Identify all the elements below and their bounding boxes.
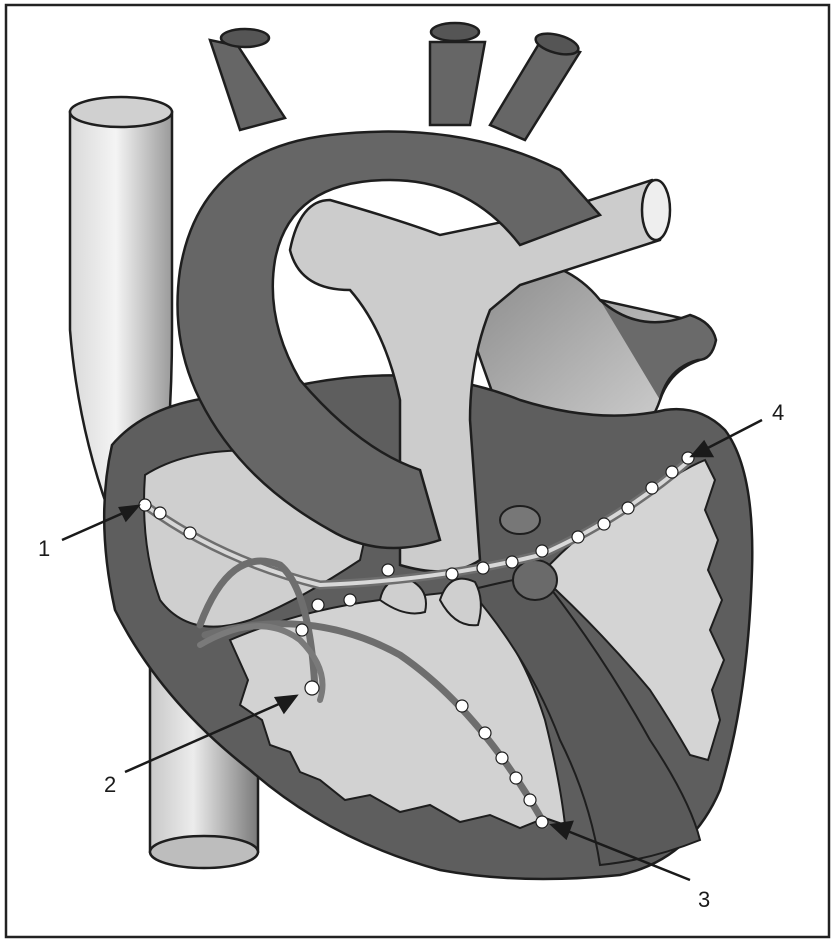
electrode [312, 599, 324, 611]
electrode [506, 556, 518, 568]
callout-1-label: 1 [38, 536, 50, 561]
electrode [344, 594, 356, 606]
electrode [477, 562, 489, 574]
callout-3-label: 3 [698, 887, 710, 912]
electrode [622, 502, 634, 514]
electrode [572, 531, 584, 543]
electrode [536, 545, 548, 557]
electrode [456, 700, 468, 712]
electrode [536, 816, 548, 828]
callout-4-label: 4 [772, 400, 784, 425]
electrode [666, 466, 678, 478]
electrode [305, 681, 319, 695]
electrode [446, 568, 458, 580]
electrode [646, 482, 658, 494]
electrode [496, 752, 508, 764]
electrode [154, 507, 166, 519]
electrode [598, 518, 610, 530]
electrode [510, 772, 522, 784]
electrode [382, 564, 394, 576]
electrode [184, 527, 196, 539]
electrode [139, 499, 151, 511]
electrode [296, 624, 308, 636]
pulmonary-artery-end [642, 180, 670, 240]
electrode [479, 727, 491, 739]
electrode [682, 452, 694, 464]
electrode [524, 794, 536, 806]
callout-2-label: 2 [104, 772, 116, 797]
